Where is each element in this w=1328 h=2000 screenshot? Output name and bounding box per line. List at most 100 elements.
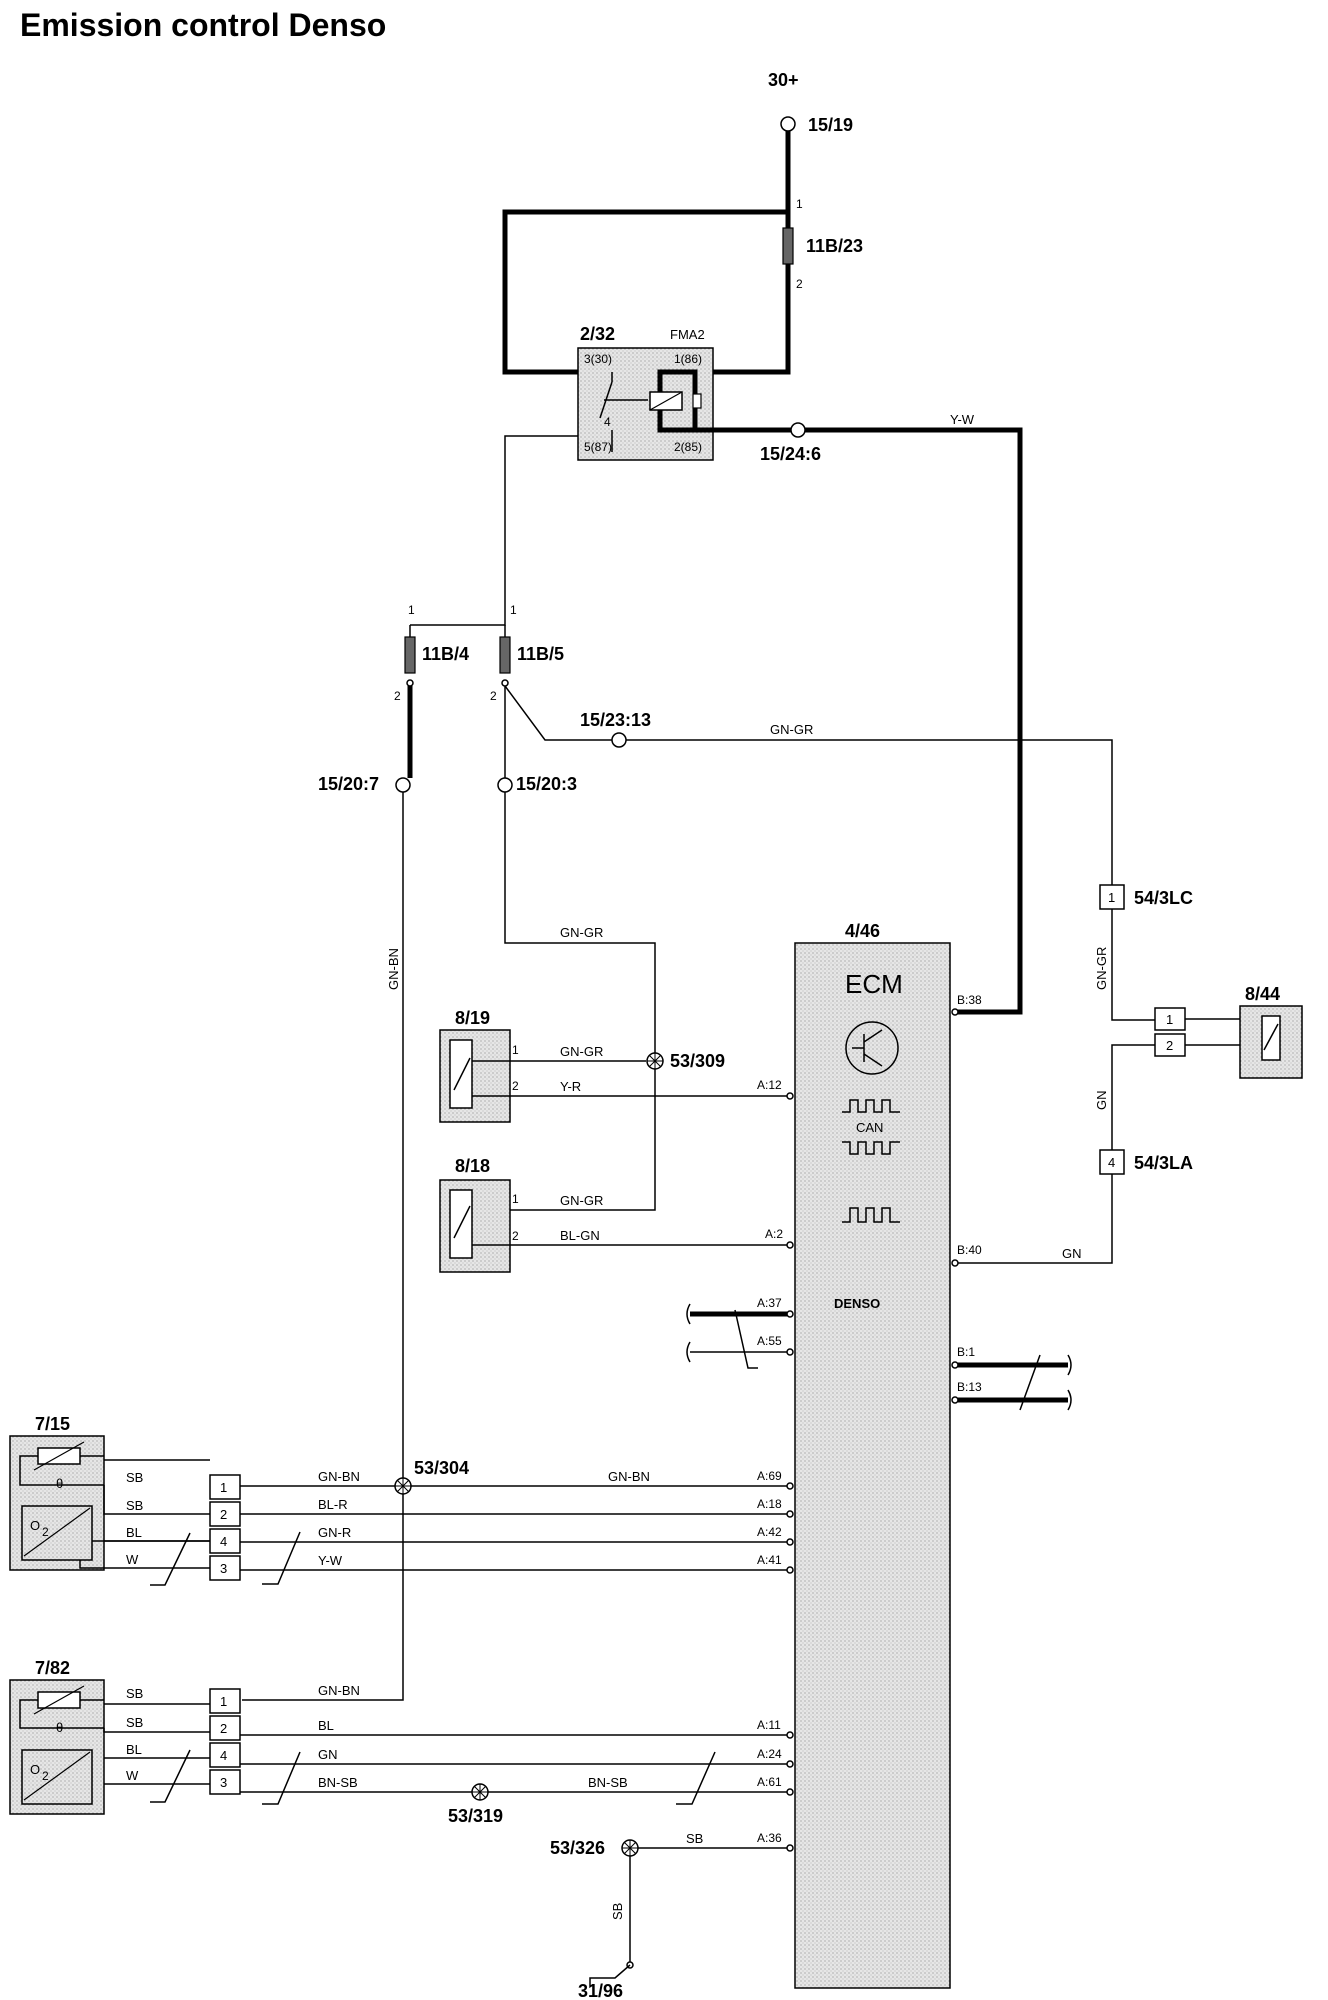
- ecm-pin-a36-dot: [786, 1844, 794, 1852]
- c782-conn-1-num: 1: [220, 1694, 227, 1709]
- ecm-pin-a42-dot: [786, 1538, 794, 1546]
- wire-7-15-yw-label: Y-W: [318, 1553, 343, 1568]
- wire-gn-b40: [955, 1174, 1113, 1264]
- relay-pin85: 2(85): [674, 440, 702, 454]
- wire-gn-844: [1111, 1044, 1155, 1150]
- c715-wire-bl: BL: [126, 1525, 142, 1540]
- wire-gn-b40-label: GN: [1062, 1246, 1082, 1261]
- c715-wire-sb2: SB: [126, 1498, 143, 1513]
- splice-53-309-label: 53/309: [670, 1051, 725, 1071]
- fuse-11b-4: [404, 636, 416, 674]
- ground-symbol: [589, 1964, 631, 1986]
- fuse4-term: [406, 679, 414, 687]
- ecm-pin-a36: A:36: [757, 1831, 782, 1845]
- wire-gnbn-vertical: [242, 792, 404, 1701]
- ecm-pin-a55: A:55: [757, 1334, 782, 1348]
- c715-conn-4: [209, 1528, 241, 1554]
- component-7-82-label: 7/82: [35, 1658, 70, 1678]
- wire-7-82-bnsb-label-2: BN-SB: [588, 1775, 628, 1790]
- transistor-symbol: [852, 1029, 883, 1067]
- ecm-pin-b38-dot: [951, 1008, 959, 1016]
- component-7-15-label: 7/15: [35, 1414, 70, 1434]
- c782-conn-3-num: 3: [220, 1775, 227, 1790]
- ecm-pin-a61-dot: [786, 1788, 794, 1796]
- wire-7-82-bnsb-label: BN-SB: [318, 1775, 358, 1790]
- splice-15-20-7-label: 15/20:7: [318, 774, 379, 794]
- ecm-pin-a12-dot: [786, 1092, 794, 1100]
- connector-8-44-pin2-num: 2: [1166, 1038, 1173, 1053]
- wire-yw: [695, 427, 1023, 1015]
- fuse5-term: [501, 679, 509, 687]
- c715-theta: θ: [56, 1476, 63, 1491]
- ecm-pin-a41-dot: [786, 1566, 794, 1574]
- ecm-pin-a69: A:69: [757, 1469, 782, 1483]
- ecm-pin-a24: A:24: [757, 1747, 782, 1761]
- c715-conn-3-num: 3: [220, 1561, 227, 1576]
- relay-diode: [692, 393, 702, 409]
- wire-819-gngr-label: GN-GR: [560, 1044, 603, 1059]
- c715-conn-1-num: 1: [220, 1480, 227, 1495]
- c782-conn-1: [209, 1688, 241, 1714]
- splice-15-20-3: [497, 777, 513, 793]
- wire-7-82-gnbn-label: GN-BN: [318, 1683, 360, 1698]
- c782-o2: O: [30, 1762, 40, 1777]
- c715-conn-2: [209, 1501, 241, 1527]
- c782-wire-sb1: SB: [126, 1686, 143, 1701]
- ecm-pin-b40-dot: [951, 1259, 959, 1267]
- wire-gn-vert-label: GN: [1094, 1091, 1109, 1111]
- wire-gnbn-vert-label: GN-BN: [386, 948, 401, 990]
- wire-gngr-8-19-feed: [504, 792, 656, 1054]
- fuse-main-label: 11B/23: [806, 236, 863, 256]
- ecm-pin-a55-dot: [786, 1348, 794, 1356]
- c782-conn-3: [209, 1769, 241, 1795]
- c715-break-2: [262, 1531, 301, 1585]
- ecm-pin-a42: A:42: [757, 1525, 782, 1539]
- transistor-icon: [845, 1021, 899, 1075]
- splice-53-319-label: 53/319: [448, 1806, 503, 1826]
- wire-relay-87: [410, 435, 578, 626]
- connector-54-3lc-pin: 1: [1108, 890, 1115, 905]
- connector-54-3lc-label: 54/3LC: [1134, 888, 1193, 908]
- ecm-pin-a18-dot: [786, 1510, 794, 1518]
- fuse-main: [782, 227, 794, 265]
- connector-54-3la: [1099, 1149, 1125, 1175]
- component-8-18-label: 8/18: [455, 1156, 490, 1176]
- relay-pin86: 1(86): [674, 352, 702, 366]
- connector-54-3la-label: 54/3LA: [1134, 1153, 1193, 1173]
- wire-yw-label: Y-W: [950, 412, 975, 427]
- c715-heater-loop: [19, 1455, 104, 1486]
- supply-label: 30+: [768, 70, 799, 90]
- wire-sb-a36-label: SB: [686, 1831, 703, 1846]
- fuse-11b-4-label: 11B/4: [422, 644, 469, 664]
- c782-break-2: [262, 1751, 301, 1805]
- wire-gngr-844: [1111, 909, 1155, 1021]
- c715-wire-w: W: [126, 1552, 139, 1567]
- fuse-main-out: [700, 264, 791, 375]
- connector-8-44-pin1-num: 1: [1166, 1012, 1173, 1027]
- component-8-44-label: 8/44: [1245, 984, 1280, 1004]
- splice-15-24-6-label: 15/24:6: [760, 444, 821, 464]
- c715-conn-2-num: 2: [220, 1507, 227, 1522]
- ecm-pin-b13-dot: [951, 1396, 959, 1404]
- ecm-brand: DENSO: [834, 1296, 880, 1311]
- ecm-pin-a24-dot: [786, 1760, 794, 1768]
- ecm-pin-a37: A:37: [757, 1296, 782, 1310]
- splice-53-326-label: 53/326: [550, 1838, 605, 1858]
- wire-b1-end: [1067, 1354, 1072, 1376]
- ecm-4-46: [794, 942, 951, 1989]
- fuse-main-pin2: 2: [796, 277, 803, 291]
- c782-conn-2: [209, 1715, 241, 1741]
- c818-pin2: 2: [512, 1229, 519, 1243]
- wire-819-yr-label: Y-R: [560, 1079, 581, 1094]
- splice-15-24-6: [790, 422, 806, 438]
- c782-wire-bl: BL: [126, 1742, 142, 1757]
- ecm-pin-a61: A:61: [757, 1775, 782, 1789]
- ecm-pin-a11-dot: [786, 1731, 794, 1739]
- ecm-pin-a2: A:2: [765, 1227, 783, 1241]
- ecm-pin-a69-dot: [786, 1482, 794, 1490]
- fuse-11b-5: [499, 636, 511, 674]
- ecm-pin-b13: B:13: [957, 1380, 982, 1394]
- c715-wire-sb1: SB: [126, 1470, 143, 1485]
- supply-point: [780, 116, 796, 132]
